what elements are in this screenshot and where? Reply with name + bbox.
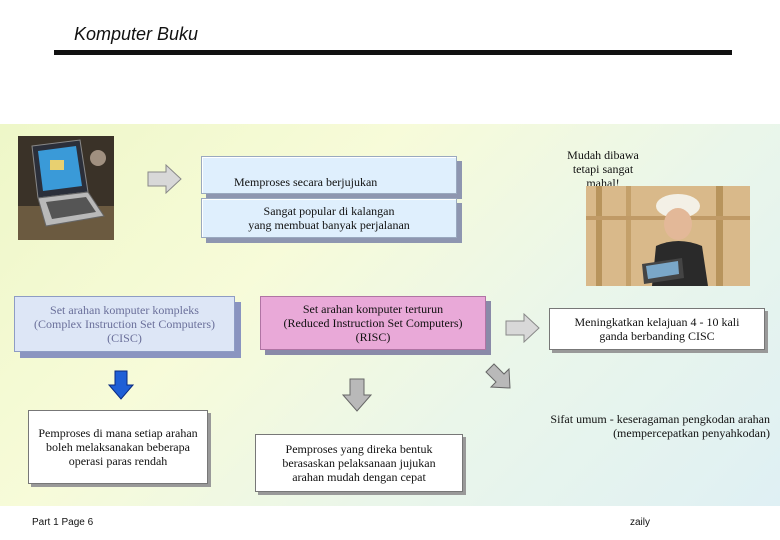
risc-processor-line1: Pemproses yang direka bentuk (285, 442, 433, 456)
arrow-right-icon (146, 163, 184, 199)
footer-author: zaily (630, 517, 651, 528)
general-note: Sifat umum - keseragaman pengkodan araha… (490, 412, 770, 440)
risc-text-line2: (Reduced Instruction Set Computers) (283, 316, 463, 330)
portable-note-line2: tetapi sangat (572, 162, 634, 176)
speed-box: Meningkatkan kelajuan 4 - 10 kali ganda … (549, 308, 765, 350)
speed-text-line1: Meningkatkan kelajuan 4 - 10 kali (574, 315, 740, 329)
arrow-down-icon (107, 370, 135, 405)
cisc-processor-box: Pemproses di mana setiap arahan boleh me… (28, 410, 208, 484)
cisc-text-line1: Set arahan komputer kompleks (50, 303, 199, 317)
portable-note: Mudah dibawa tetapi sangat mahal! (553, 148, 653, 190)
general-note-line2: (mempercepatkan penyahkodan) (613, 426, 770, 440)
arrow-down-icon (341, 378, 373, 417)
footer-page: Part 1 Page 6 (32, 517, 94, 528)
cisc-processor-line3: operasi paras rendah (68, 454, 168, 468)
cisc-text-line2: (Complex Instruction Set Computers) (34, 317, 215, 331)
risc-text-line3: (RISC) (355, 330, 391, 344)
cisc-processor-line1: Pemproses di mana setiap arahan (38, 426, 198, 440)
worker-photo (586, 186, 750, 286)
risc-processor-line2: berasaskan pelaksanaan jujukan (282, 456, 436, 470)
popular-text-line2: yang membuat banyak perjalanan (248, 218, 410, 232)
risc-processor-box: Pemproses yang direka bentuk berasaskan … (255, 434, 463, 492)
arrow-right-icon (504, 312, 542, 348)
process-box: Memproses secara berjujukan (201, 156, 457, 194)
portable-note-line1: Mudah dibawa (567, 148, 639, 162)
page-title: Komputer Buku (74, 24, 199, 44)
popular-box: Sangat popular di kalangan yang membuat … (201, 198, 457, 238)
general-note-line1: Sifat umum - keseragaman pengkodan araha… (550, 412, 770, 426)
arrow-diagonal-icon (484, 362, 516, 399)
process-text: Memproses secara berjujukan (234, 175, 378, 189)
risc-processor-line3: arahan mudah dengan cepat (292, 470, 426, 484)
cisc-text-line3: (CISC) (107, 331, 142, 345)
cisc-processor-line2: boleh melaksanakan beberapa (46, 440, 190, 454)
title-rule (54, 50, 732, 55)
risc-box: Set arahan komputer terturun (Reduced In… (260, 296, 486, 350)
risc-text-line1: Set arahan komputer terturun (302, 302, 444, 316)
popular-text-line1: Sangat popular di kalangan (263, 204, 395, 218)
speed-text-line2: ganda berbanding CISC (599, 329, 715, 343)
cisc-box: Set arahan komputer kompleks (Complex In… (14, 296, 235, 352)
laptop-photo (18, 136, 114, 240)
